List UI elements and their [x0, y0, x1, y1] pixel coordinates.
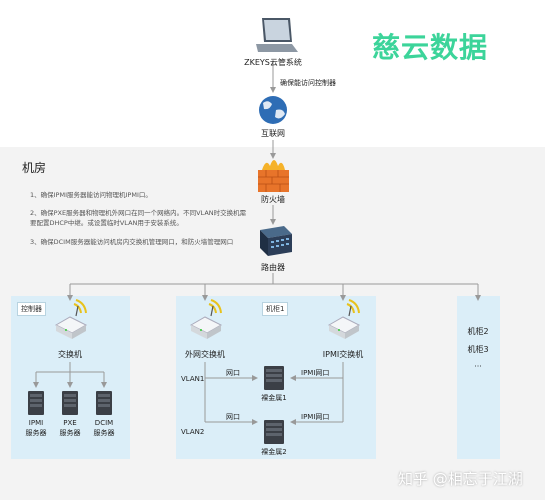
pxe-server-label-1: PXE — [63, 419, 77, 427]
port2-label: 网口 — [226, 413, 240, 421]
bare-metal-2-label: 裸金属2 — [261, 448, 287, 456]
router-label: 路由器 — [261, 263, 285, 272]
firewall-label: 防火墙 — [261, 195, 285, 204]
cabinet1-tag: 机柜1 — [262, 302, 289, 316]
cabinet2-label: 机柜2 — [467, 327, 489, 336]
ipmi-port2-label: IPMI网口 — [301, 413, 330, 421]
watermark-logo: 慈云数据 — [372, 31, 489, 64]
link-note: 确保能访问控制器 — [280, 79, 336, 87]
room-title: 机房 — [22, 161, 47, 175]
bare-metal-1-label: 裸金属1 — [261, 394, 287, 402]
ipmi-port1-label: IPMI网口 — [301, 369, 330, 377]
external-switch-label: 外网交换机 — [185, 350, 225, 359]
pxe-server-label-2: 服务器 — [59, 429, 81, 437]
vlan1-label: VLAN1 — [181, 375, 205, 383]
ipmi-server-label-1: IPMI — [28, 419, 44, 427]
cabinet3-label: 机柜3 — [467, 345, 489, 354]
dcim-server-label-1: DCIM — [94, 419, 114, 427]
credit-watermark: 知乎 @相忘于江湖 — [398, 470, 523, 488]
ipmi-switch-label: IPMI交换机 — [322, 350, 364, 359]
more-cabinets-label: ··· — [474, 362, 482, 371]
laptop-label: ZKEYS云管系统 — [244, 58, 302, 67]
other-cabinets-panel — [457, 296, 500, 459]
note-1: 1、确保IPMI服务器能访问物理机IPMI口。 — [30, 191, 152, 199]
vlan2-label: VLAN2 — [181, 428, 205, 436]
dcim-server-label-2: 服务器 — [93, 429, 115, 437]
controller-tag: 控制器 — [17, 302, 46, 316]
note-2: 2、确保PXE服务器和物理机外网口在同一个网络内。不同VLAN时交换机需要配置D… — [30, 209, 247, 227]
internet-label: 互联网 — [261, 129, 285, 138]
ipmi-server-label-2: 服务器 — [25, 429, 47, 437]
port1-label: 网口 — [226, 369, 240, 377]
note-3: 3、确保DCIM服务器能访问机房内交换机管理网口，和防火墙管理网口 — [30, 238, 234, 246]
controller-switch-label: 交换机 — [58, 350, 82, 359]
